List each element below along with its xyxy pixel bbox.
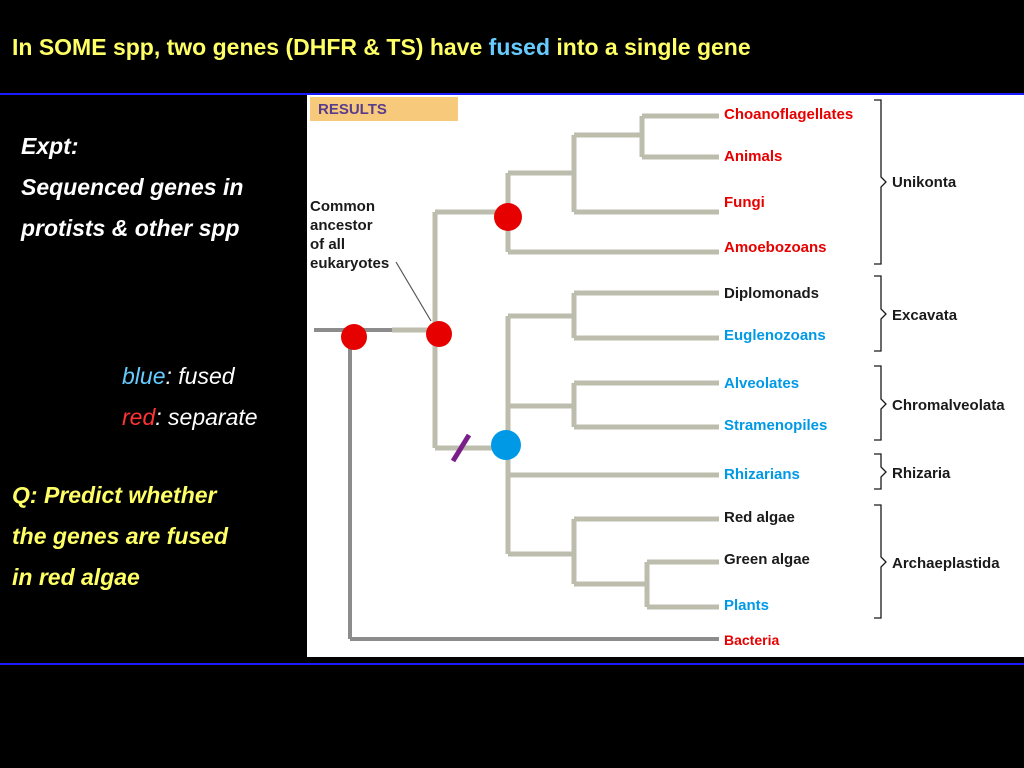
taxon-bacteria: Bacteria xyxy=(724,632,779,648)
legend-separate: red: separate xyxy=(122,397,258,438)
taxon-fungi: Fungi xyxy=(724,194,765,211)
legend-red-word: red xyxy=(122,404,156,430)
bracket-rhizaria xyxy=(874,453,887,490)
phylogeny-panel: RESULTS xyxy=(307,95,1024,657)
slide-title: In SOME spp, two genes (DHFR & TS) have … xyxy=(12,34,751,61)
taxon-euglenozoans: Euglenozoans xyxy=(724,327,826,344)
group-unikonta: Unikonta xyxy=(892,174,957,191)
top-divider xyxy=(0,93,1024,95)
bracket-chromalveolata xyxy=(874,365,887,441)
ancestor-line-4: eukaryotes xyxy=(310,255,389,272)
taxon-red-algae: Red algae xyxy=(724,509,795,526)
phylogeny-tree: RESULTS xyxy=(310,97,1005,648)
ancestor-label: Common ancestor of all eukaryotes xyxy=(310,198,389,272)
title-part-1: In SOME spp, two genes (DHFR & TS) have xyxy=(12,34,489,60)
group-archaeplastida: Archaeplastida xyxy=(892,555,1000,572)
bracket-archaeplastida xyxy=(874,504,887,619)
expt-line-2: Sequenced genes in xyxy=(21,174,244,200)
question-line-3: in red algae xyxy=(12,564,140,590)
ancestor-pointer xyxy=(395,261,432,322)
tree-branches xyxy=(392,113,719,610)
taxon-choanoflagellates: Choanoflagellates xyxy=(724,106,853,123)
experiment-note: Expt: Sequenced genes in protists & othe… xyxy=(21,126,243,249)
bacteria-lineage xyxy=(314,328,719,641)
group-rhizaria: Rhizaria xyxy=(892,465,951,482)
results-label: RESULTS xyxy=(318,101,387,118)
taxon-diplomonads: Diplomonads xyxy=(724,285,819,302)
group-chromalveolata: Chromalveolata xyxy=(892,397,1005,414)
legend-fused: blue: fused xyxy=(122,356,258,397)
expt-line-1: Expt: xyxy=(21,133,79,159)
legend-blue-rest: : fused xyxy=(165,363,235,389)
title-highlight: fused xyxy=(488,34,550,60)
bottom-divider xyxy=(0,663,1024,665)
eukaryote-root-dot xyxy=(426,321,452,347)
ancestor-line-3: of all xyxy=(310,236,345,253)
legend-blue-word: blue xyxy=(122,363,166,389)
ancestor-line-2: ancestor xyxy=(310,217,373,234)
taxon-labels: Choanoflagellates Animals Fungi Amoebozo… xyxy=(724,106,853,648)
question-line-1: Q: Predict whether xyxy=(12,482,217,508)
taxon-rhizarians: Rhizarians xyxy=(724,466,800,483)
group-brackets xyxy=(874,99,887,619)
title-part-2: into a single gene xyxy=(550,34,751,60)
outgroup-root-dot xyxy=(341,324,367,350)
taxon-green-algae: Green algae xyxy=(724,551,810,568)
expt-line-3: protists & other spp xyxy=(21,215,240,241)
fusion-event-marker xyxy=(450,433,472,463)
ancestor-line-1: Common xyxy=(310,198,375,215)
question-line-2: the genes are fused xyxy=(12,523,229,549)
taxon-animals: Animals xyxy=(724,148,782,165)
results-tag xyxy=(310,97,458,121)
unikont-node-dot xyxy=(494,203,522,231)
taxon-plants: Plants xyxy=(724,597,769,614)
color-legend: blue: fused red: separate xyxy=(122,356,258,438)
bikont-node-dot xyxy=(491,430,521,460)
bracket-excavata xyxy=(874,275,887,352)
group-excavata: Excavata xyxy=(892,307,958,324)
legend-red-rest: : separate xyxy=(155,404,258,430)
group-labels: Unikonta Excavata Chromalveolata Rhizari… xyxy=(892,174,1005,572)
taxon-stramenopiles: Stramenopiles xyxy=(724,417,827,434)
question-prompt: Q: Predict whether the genes are fused i… xyxy=(12,475,228,598)
taxon-amoebozoans: Amoebozoans xyxy=(724,239,827,256)
bracket-unikonta xyxy=(874,99,887,265)
taxon-alveolates: Alveolates xyxy=(724,375,799,392)
